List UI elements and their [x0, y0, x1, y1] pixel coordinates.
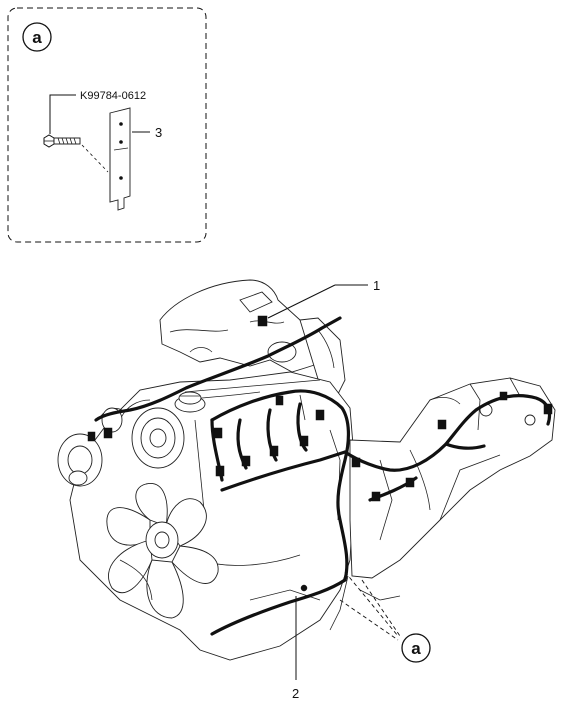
item-3-label: 3	[155, 125, 162, 140]
detail-frame	[7, 7, 207, 243]
assembly-line	[81, 144, 109, 173]
wiring-harness	[87, 315, 553, 636]
callout-2-label: 2	[292, 686, 299, 701]
callout-a: a	[339, 571, 431, 663]
detail-inset: a K99784-0612 3	[7, 7, 207, 243]
detail-marker-letter: a	[32, 28, 42, 47]
callout-2: 2	[292, 596, 299, 701]
part-number-leader	[49, 94, 76, 134]
detail-marker: a	[22, 22, 52, 52]
transmission	[329, 377, 556, 631]
callout-1: 1	[267, 278, 380, 319]
bolt-icon	[43, 134, 81, 148]
part-number-text: K99784-0612	[80, 90, 146, 102]
callout-1-label: 1	[373, 278, 380, 293]
engine-assembly	[57, 279, 556, 661]
cooling-fan	[106, 483, 219, 619]
callout-a-marker: a	[411, 639, 421, 658]
oil-cap	[174, 391, 206, 413]
bracket-part	[109, 107, 131, 211]
